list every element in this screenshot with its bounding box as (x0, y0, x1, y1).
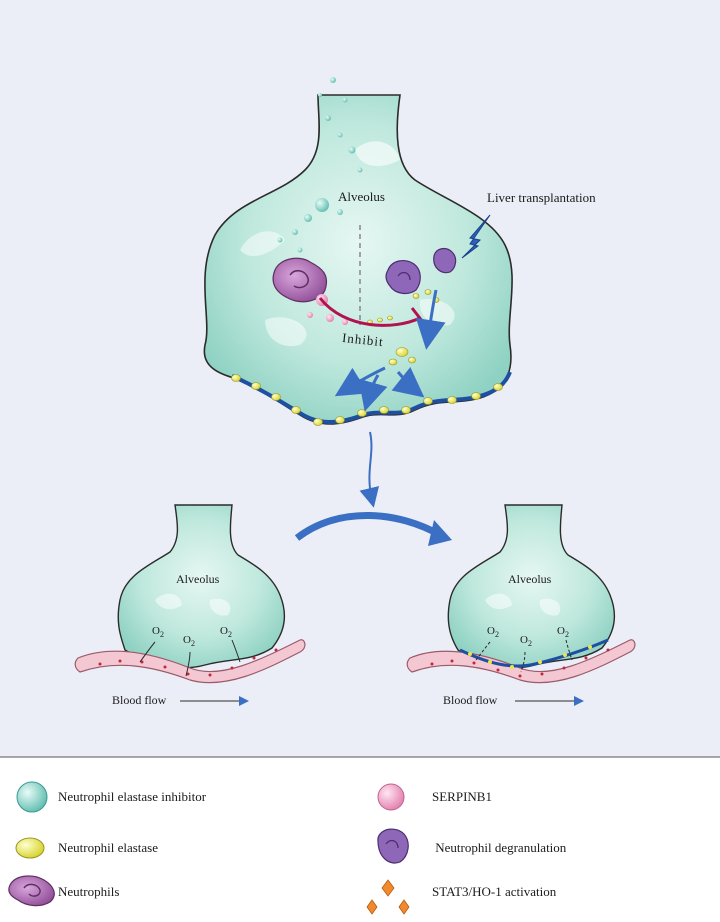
pink-sphere-icon (378, 784, 404, 810)
teal-sphere-icon (17, 782, 47, 812)
legend-label-degranulation: Neutrophil degranulation (432, 840, 566, 856)
right-alveolus-label: Alveolus (508, 572, 551, 587)
legend-label-stat3: STAT3/HO-1 activation (432, 884, 556, 900)
orange-diamonds-icon (367, 880, 409, 914)
purple-degranulated-cell-icon (378, 829, 408, 863)
legend-label-elastase: Neutrophil elastase (58, 840, 158, 856)
right-blood-flow-label: Blood flow (443, 693, 497, 708)
legend-label-neutrophils: Neutrophils (58, 884, 119, 900)
left-alveolus-label: Alveolus (176, 572, 219, 587)
legend-label-inhibitor: Neutrophil elastase inhibitor (58, 789, 206, 805)
left-o2-label-1: O2 (152, 625, 164, 639)
left-o2-label-3: O2 (220, 625, 232, 639)
right-o2-label-3: O2 (557, 625, 569, 639)
right-o2-label-2: O2 (520, 634, 532, 648)
legend-label-serpinb1: SERPINB1 (432, 789, 492, 805)
purple-neutrophil-icon (9, 876, 54, 906)
top-alveolus-label: Alveolus (338, 189, 385, 205)
right-o2-label-1: O2 (487, 625, 499, 639)
trigger-label: Liver transplantation (487, 190, 596, 206)
left-blood-flow-label: Blood flow (112, 693, 166, 708)
left-o2-label-2: O2 (183, 634, 195, 648)
yellow-oval-icon (16, 838, 44, 858)
